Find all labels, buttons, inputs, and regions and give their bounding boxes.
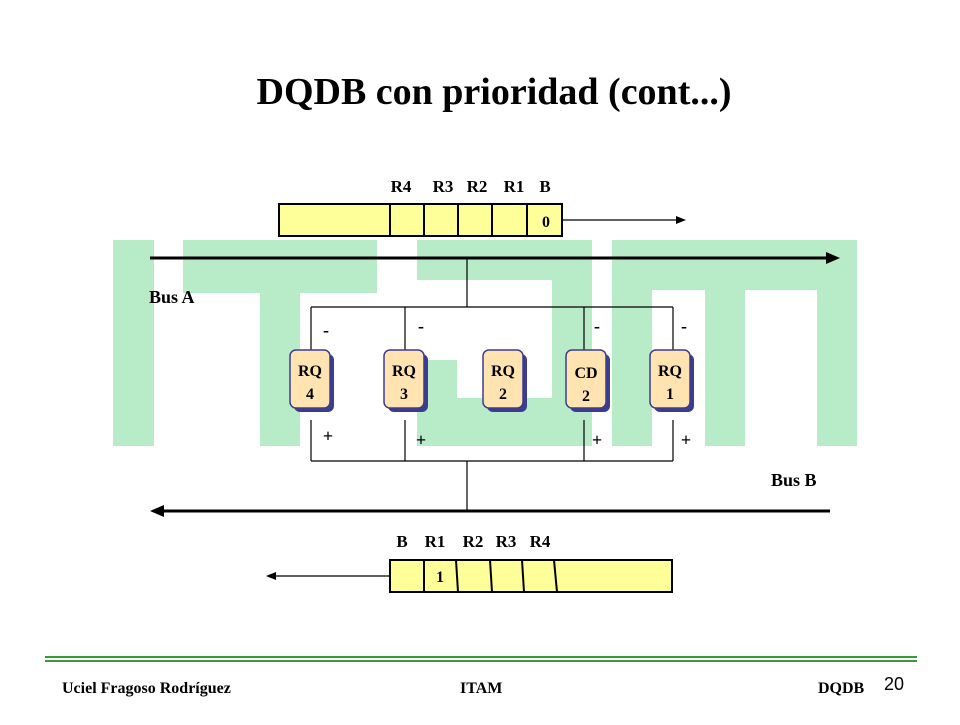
minus-sign: - <box>594 316 600 336</box>
counter-top-label: RQ <box>298 363 322 380</box>
slot-header: B <box>396 532 407 551</box>
counter-bottom-label: 1 <box>666 386 674 403</box>
plus-sign: + <box>592 430 602 450</box>
bus-b-label: Bus B <box>771 470 817 490</box>
counter-top-label: RQ <box>491 363 515 380</box>
plus-sign: + <box>323 426 333 446</box>
minus-sign: - <box>681 316 687 336</box>
slot-header: B <box>539 177 550 196</box>
bus-a-tap-lines <box>310 258 674 352</box>
counter-rq1: RQ 1 - + <box>649 316 694 450</box>
slot-header: R2 <box>467 177 488 196</box>
counter-rq2: RQ 2 <box>482 349 527 412</box>
itam-watermark-logo <box>113 240 857 446</box>
bus-a-frame-arrow <box>562 216 686 224</box>
bus-b-slot-frame: 1 <box>389 559 673 593</box>
counter-top-label: RQ <box>658 363 682 380</box>
footer-rule <box>45 656 917 662</box>
slot-header: R2 <box>463 532 484 551</box>
plus-sign: + <box>681 430 691 450</box>
bus-a-slot-frame: 0 <box>278 203 563 237</box>
bus-a-line <box>150 252 840 264</box>
counter-bottom-label: 2 <box>582 388 590 405</box>
page-number: 20 <box>884 674 905 694</box>
bus-b-line <box>150 505 830 517</box>
counter-cd2: CD 2 - + <box>565 316 610 450</box>
counter-bottom-label: 4 <box>306 386 314 403</box>
bus-b-busy-bit: 1 <box>436 569 444 586</box>
minus-sign: - <box>323 320 329 340</box>
counter-top-label: RQ <box>392 363 416 380</box>
bus-b-frame-arrow <box>266 572 390 580</box>
slot-header: R4 <box>391 177 412 196</box>
plus-sign: + <box>416 430 426 450</box>
counter-top-label: CD <box>574 365 597 382</box>
slot-header: R1 <box>425 532 446 551</box>
slot-header: R3 <box>433 177 454 196</box>
slot-header: R1 <box>504 177 525 196</box>
slide-title: DQDB con prioridad (cont...) <box>256 71 732 113</box>
counter-bottom-label: 3 <box>400 386 408 403</box>
bus-a-busy-bit: 0 <box>542 214 550 231</box>
footer-institution: ITAM <box>460 680 503 697</box>
bus-b-slot-headers: B R1 R2 R3 R4 <box>396 532 551 551</box>
bus-a-slot-headers: R4 R3 R2 R1 B <box>391 177 551 196</box>
slot-header: R4 <box>530 532 551 551</box>
footer-topic: DQDB <box>818 680 865 697</box>
bus-a-label: Bus A <box>149 287 195 307</box>
minus-sign: - <box>418 316 424 336</box>
counter-rq4: RQ 4 - + <box>289 320 334 446</box>
bus-b-tap-lines <box>310 420 674 510</box>
counter-rq3: RQ 3 - + <box>383 316 428 450</box>
counter-bottom-label: 2 <box>499 386 507 403</box>
footer-author: Uciel Fragoso Rodríguez <box>62 680 231 697</box>
slot-header: R3 <box>496 532 517 551</box>
